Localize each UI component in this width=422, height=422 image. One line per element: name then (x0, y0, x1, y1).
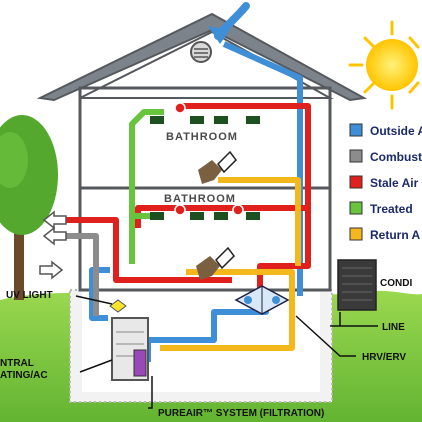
legend-swatch-combustion (349, 149, 363, 163)
tree-icon (0, 115, 58, 300)
callout-lines (75, 295, 378, 409)
condenser-label: CONDI (380, 278, 412, 289)
pureair-filter-icon (133, 349, 147, 377)
legend: Outside A Combust Stale Air Treated Retu… (349, 123, 422, 242)
condenser-unit-icon (337, 259, 377, 311)
upper-room-label: BATHROOM (166, 131, 238, 143)
sun-icon (348, 20, 420, 110)
legend-swatch-return-air (349, 227, 363, 241)
uv-light-icon (109, 299, 127, 313)
bathroom-fan-icon (196, 150, 237, 280)
hrv-exchanger-icon (234, 285, 290, 315)
legend-label-outside-air: Outside A (370, 124, 422, 138)
lower-room-label: BATHROOM (164, 193, 236, 205)
wind-arrow-icon (208, 2, 250, 44)
legend-swatch-treated (349, 201, 363, 215)
central-heating-label-2: ATING/AC (0, 370, 48, 381)
central-heating-label-1: NTRAL (0, 358, 34, 369)
legend-label-combustion: Combust (370, 150, 422, 164)
return-air-duct (160, 177, 301, 351)
lower-registers (150, 204, 260, 220)
roof (36, 12, 368, 102)
combustion-duct (64, 233, 99, 316)
legend-label-stale-air: Stale Air (370, 176, 419, 190)
legend-label-treated: Treated (370, 202, 413, 216)
exterior-arrows (39, 210, 67, 280)
furnace-icon (111, 317, 149, 381)
hrv-erv-label: HRV/ERV (362, 352, 406, 363)
uv-light-label: UV LIGHT (6, 290, 53, 301)
upper-registers (150, 102, 260, 124)
line-label: LINE (382, 322, 405, 333)
roof-vent-icon (190, 41, 212, 63)
pureair-label: PUREAIR™ SYSTEM (FILTRATION) (158, 408, 324, 419)
legend-swatch-outside-air (349, 123, 363, 137)
stale-air-duct (64, 103, 311, 296)
legend-label-return-air: Return A (370, 228, 421, 242)
legend-swatch-stale-air (349, 175, 363, 189)
